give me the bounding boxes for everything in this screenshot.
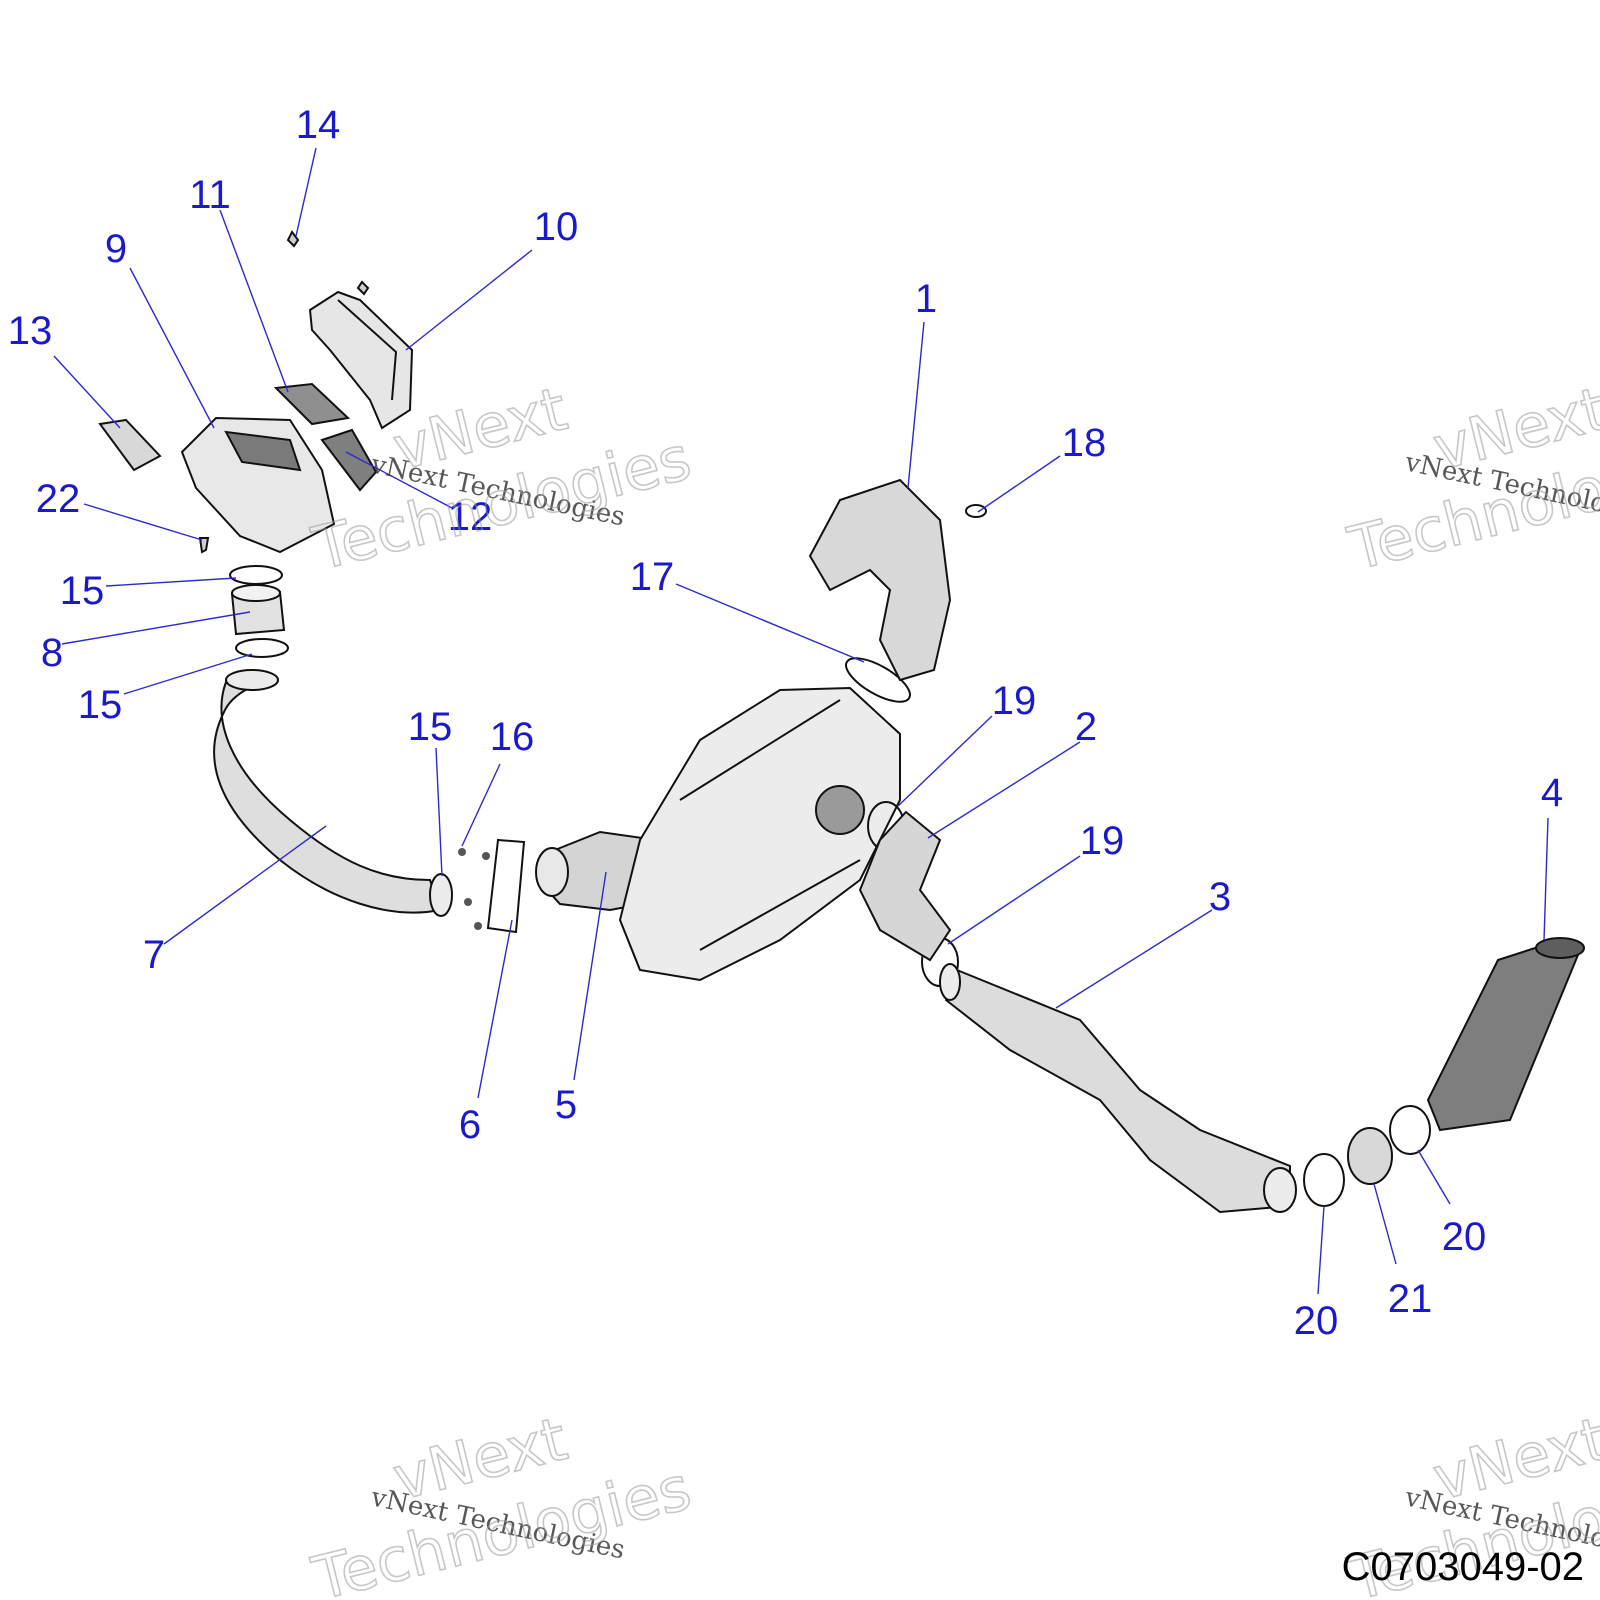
callout-14: 14 (296, 103, 341, 147)
part-16-screws (458, 848, 490, 930)
leader-20b (1417, 1149, 1451, 1205)
callout-18: 18 (1062, 421, 1107, 465)
part-3-pipe-end-right (1263, 1167, 1297, 1213)
callout-19b: 19 (1080, 819, 1125, 863)
leader-6 (477, 919, 513, 1099)
leader-19a (897, 715, 993, 807)
part-15-clamp-upper (229, 565, 283, 585)
watermark-bottom-left: vNext Technologies vNext Technologies (305, 1403, 698, 1600)
part-1-upper-duct (808, 478, 952, 682)
callout-11: 11 (189, 173, 231, 217)
part-8-coupler-rim (231, 584, 281, 602)
callout-15c: 15 (408, 705, 453, 749)
part-7-hose-end-bottom (429, 873, 453, 917)
callout-3: 3 (1209, 875, 1231, 919)
leader-7 (163, 825, 327, 945)
callout-8: 8 (41, 631, 63, 675)
leader-10 (405, 249, 533, 351)
callout-20a: 20 (1294, 1299, 1339, 1343)
leader-4 (1543, 817, 1549, 941)
callout-12: 12 (448, 495, 493, 539)
callout-15a: 15 (60, 569, 105, 613)
callout-13: 13 (8, 309, 53, 353)
leader-20a (1317, 1205, 1325, 1295)
part-20-clamp-left (1303, 1153, 1345, 1207)
part-7-intake-hose (213, 679, 442, 914)
leader-17 (675, 583, 865, 663)
part-9-airbox-cover (180, 416, 336, 554)
part-clutch-cover-housing (618, 686, 901, 982)
callout-7: 7 (143, 933, 165, 977)
leader-15a (105, 577, 237, 587)
callout-2: 2 (1075, 705, 1097, 749)
part-4-tailpipe (1426, 938, 1582, 1132)
part-12-panel (320, 428, 378, 492)
part-10-screw (356, 280, 370, 296)
callout-17: 17 (630, 555, 675, 599)
leader-16 (461, 763, 501, 847)
part-11-panel (273, 382, 351, 426)
part-18-oring (965, 504, 987, 518)
drawing-number: C0703049-02 (1342, 1545, 1584, 1589)
leader-5 (573, 871, 607, 1081)
leader-12 (345, 451, 453, 509)
part-10-detail-line (337, 299, 398, 401)
callout-6: 6 (459, 1103, 481, 1147)
part-housing-detail (679, 699, 861, 951)
part-4-tailpipe-outlet (1535, 937, 1585, 959)
part-housing-hub (815, 785, 865, 835)
leader-2 (927, 741, 1081, 839)
part-22-clip (198, 537, 210, 554)
leader-18 (977, 455, 1061, 513)
leader-lines (53, 147, 1549, 1295)
leader-3 (1055, 909, 1213, 1009)
part-6-gasket-frame (486, 838, 526, 934)
callout-15b: 15 (78, 683, 123, 727)
callout-labels: 1 2 3 4 5 6 7 8 9 10 11 12 13 14 15 15 1… (8, 103, 1563, 1343)
leader-15b (123, 653, 253, 695)
part-13-gasket (98, 418, 162, 472)
leader-1 (907, 321, 925, 489)
leader-19b (947, 855, 1081, 945)
leader-14 (295, 147, 317, 237)
watermark-top-right: vNext Technologies vNext Technologies (1341, 373, 1600, 585)
part-15-clamp-lower (235, 638, 289, 658)
part-3-exhaust-pipe (944, 966, 1291, 1214)
callout-9: 9 (105, 227, 127, 271)
callout-22: 22 (36, 477, 81, 521)
part-9-grille (224, 430, 302, 472)
leader-21 (1373, 1183, 1397, 1265)
part-10-intake-scoop (308, 290, 414, 430)
part-21-coupler (1347, 1127, 1393, 1185)
part-20-clamp-right (1389, 1105, 1431, 1155)
leader-15c (435, 747, 443, 877)
callout-1: 1 (915, 277, 937, 321)
callout-19a: 19 (992, 679, 1037, 723)
leader-13 (53, 355, 121, 429)
callout-10: 10 (534, 205, 579, 249)
leader-11 (219, 209, 289, 393)
callout-4: 4 (1541, 771, 1563, 815)
leader-9 (129, 267, 215, 429)
parts-layer (98, 230, 1585, 1214)
part-5-duct-opening (535, 847, 569, 897)
leader-8 (61, 611, 251, 645)
part-7-hose-end-top (225, 669, 279, 691)
part-14-screw (286, 230, 300, 248)
part-3-pipe-end-left (939, 963, 961, 1001)
callout-20b: 20 (1442, 1215, 1487, 1259)
leader-22 (83, 503, 203, 541)
callout-5: 5 (555, 1083, 577, 1127)
callout-16: 16 (490, 715, 535, 759)
part-17-clamp (845, 657, 911, 703)
callout-21: 21 (1388, 1277, 1433, 1321)
part-2-elbow (858, 810, 952, 962)
